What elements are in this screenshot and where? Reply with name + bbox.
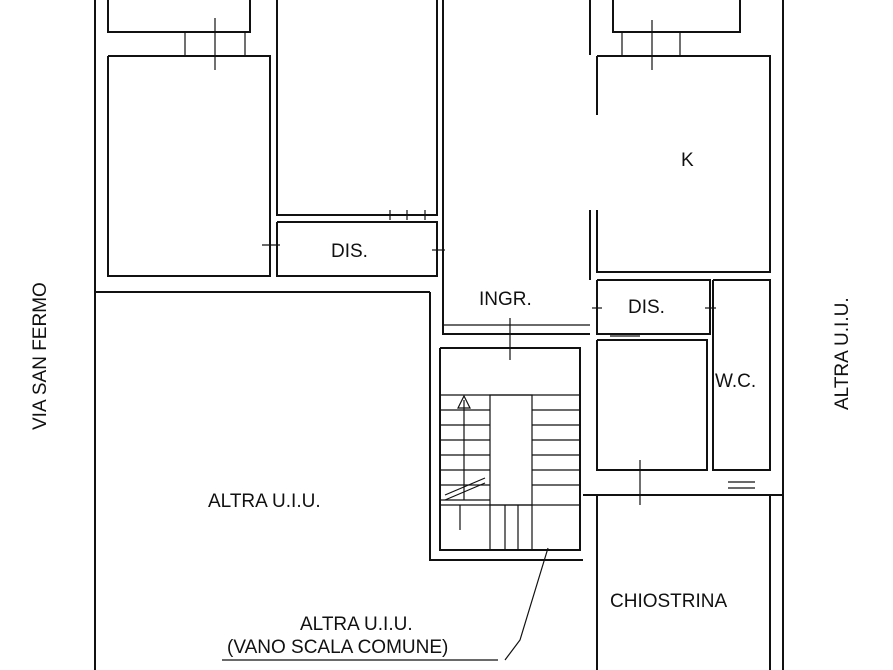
right-dis-room — [592, 279, 716, 335]
wc-room — [712, 279, 771, 489]
stair-treads-right — [532, 409, 580, 486]
dis-left-label: DIS. — [331, 241, 368, 262]
middle-room — [276, 0, 438, 220]
entrance-label: INGR. — [479, 289, 532, 310]
chiostrina-label: CHIOSTRINA — [610, 591, 728, 612]
labels: VIA SAN FERMO ALTRA U.I.U. K DIS. INGR. … — [30, 150, 853, 661]
left-room — [107, 55, 280, 277]
leader-line — [504, 547, 549, 661]
street-label: VIA SAN FERMO — [30, 282, 51, 430]
altra-uiu-label: ALTRA U.I.U. — [208, 491, 321, 512]
top-rooms — [107, 0, 741, 70]
central-hall — [442, 0, 591, 360]
stair-label-line1: ALTRA U.I.U. — [300, 614, 413, 635]
stair-treads-bottom — [440, 504, 580, 550]
stairwell — [429, 292, 583, 661]
lower-right-room — [596, 335, 708, 505]
stair-label-line2: (VANO SCALA COMUNE) — [227, 637, 448, 658]
right-side-label: ALTRA U.I.U. — [832, 297, 853, 410]
dis-right-label: DIS. — [628, 297, 665, 318]
outer-walls — [94, 0, 784, 670]
wc-label: W.C. — [715, 371, 756, 392]
chiostrina-room — [583, 494, 783, 670]
stair-treads-left — [440, 409, 490, 501]
kitchen-room — [596, 55, 771, 273]
kitchen-label: K — [681, 150, 694, 171]
